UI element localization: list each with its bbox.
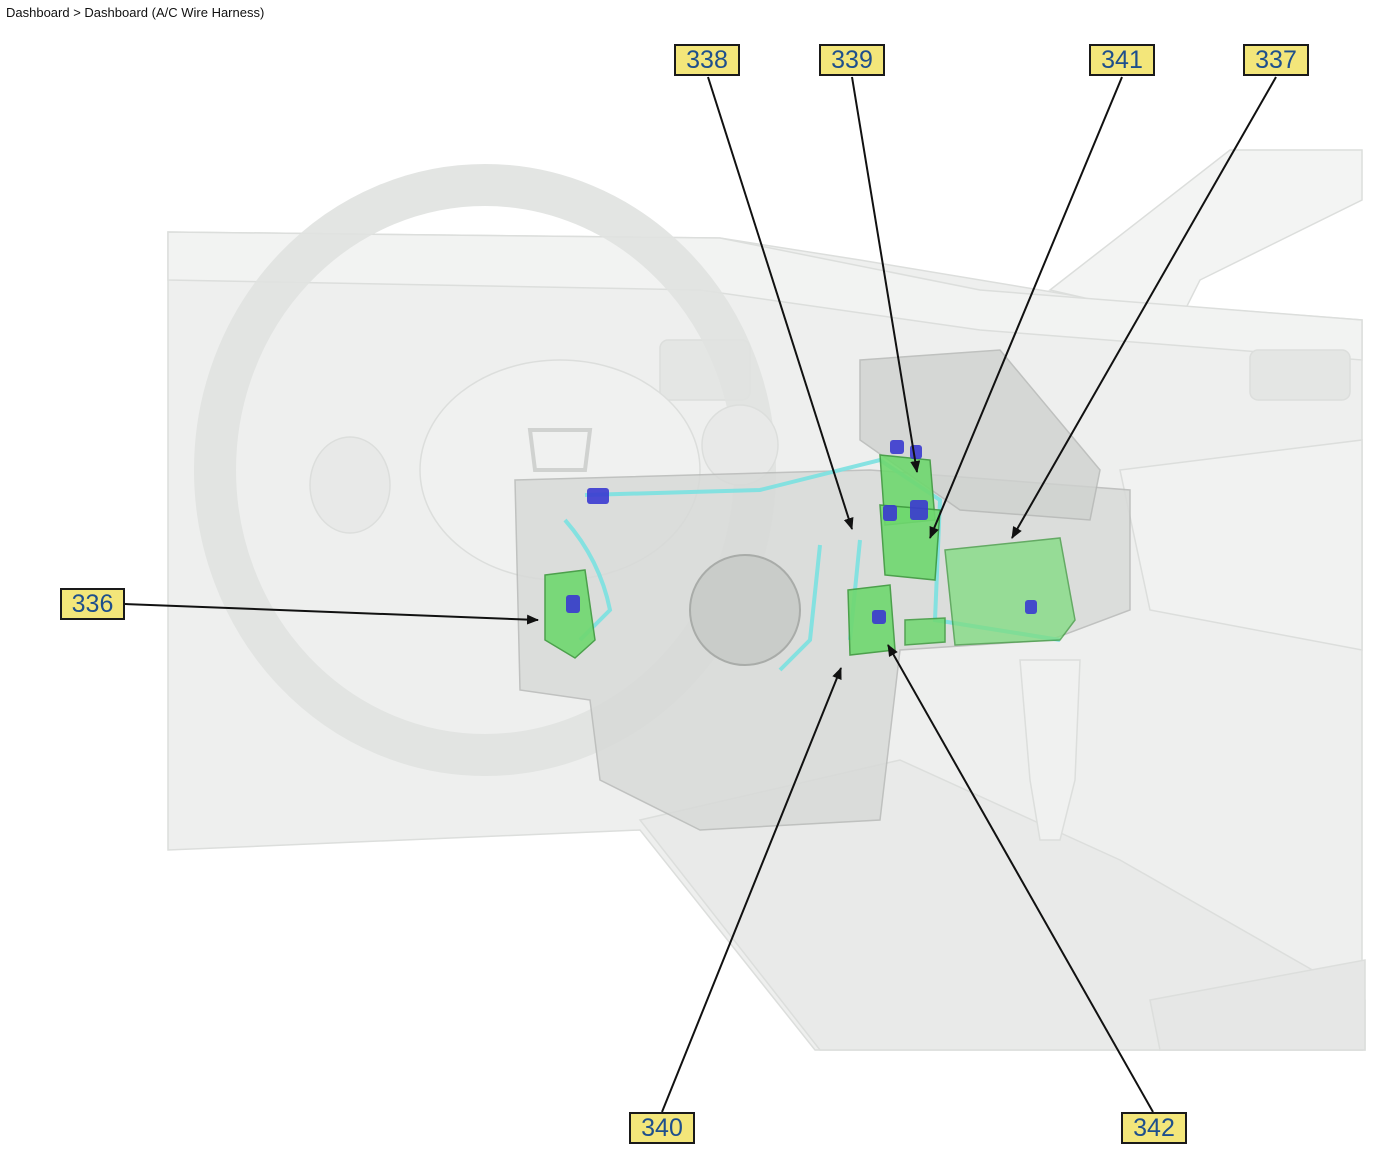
leader-line-338	[707, 76, 854, 530]
callout-339[interactable]: 339	[819, 44, 885, 76]
blower-wheel	[689, 554, 801, 666]
component-340-342-lower-actuator	[847, 584, 896, 656]
leader-line-341	[929, 76, 1123, 539]
left-spoke-button	[309, 436, 391, 534]
cup-holder-tray	[1149, 959, 1366, 1051]
leader-line-337	[1011, 76, 1277, 539]
connector	[883, 505, 897, 521]
connector	[587, 488, 609, 504]
breadcrumb[interactable]: Dashboard > Dashboard (A/C Wire Harness)	[6, 5, 265, 20]
callout-341[interactable]: 341	[1089, 44, 1155, 76]
connector	[1025, 600, 1037, 614]
component-336-left-actuator	[544, 569, 596, 659]
leader-line-342	[887, 644, 1154, 1113]
hvac-unit	[514, 349, 1131, 831]
leader-lines	[124, 76, 1277, 1113]
passenger-vent	[1249, 349, 1351, 401]
callout-340[interactable]: 340	[629, 1112, 695, 1144]
callout-336[interactable]: 336	[60, 588, 125, 620]
leader-line-340	[661, 667, 842, 1113]
component-337-blower-motor	[944, 537, 1076, 646]
leader-line-336	[124, 603, 539, 625]
connector	[890, 440, 904, 454]
dash-top-shelf	[167, 231, 1363, 361]
gear-shifter	[1019, 659, 1081, 841]
connector	[910, 500, 928, 520]
connectors	[566, 440, 1037, 624]
leader-line-339	[851, 76, 921, 473]
callout-338[interactable]: 338	[674, 44, 740, 76]
windshield-pillar	[1048, 149, 1363, 321]
honda-emblem	[527, 428, 593, 472]
callout-337[interactable]: 337	[1243, 44, 1309, 76]
component-resistor	[904, 617, 946, 646]
connector	[910, 445, 922, 459]
connector	[566, 595, 580, 613]
callout-342[interactable]: 342	[1121, 1112, 1187, 1144]
passenger-glovebox	[1119, 439, 1363, 651]
connector	[872, 610, 886, 624]
